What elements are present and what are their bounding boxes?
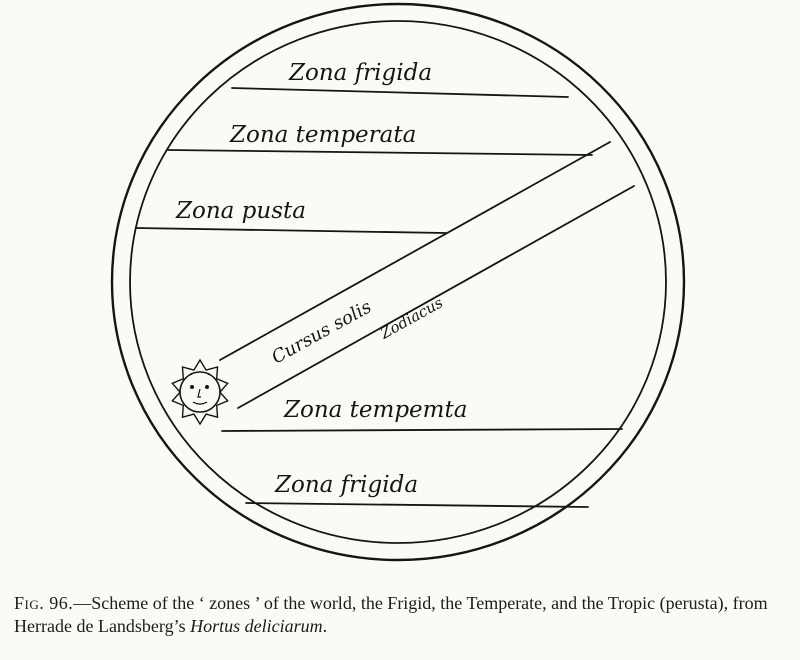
figure-number: Fig. 96. xyxy=(14,593,74,613)
zone-label-temperate-bottom: Zona tempemta xyxy=(283,397,467,423)
zones-diagram: Zona frigida Zona temperata Zona pusta Z… xyxy=(110,2,686,562)
zone-line-3 xyxy=(135,227,447,234)
ecliptic-label-cursus-solis: Cursus solis xyxy=(268,296,375,368)
caption-text: —Scheme of the ‘ zones ’ of the world, t… xyxy=(14,593,768,636)
zone-label-frigid-bottom: Zona frigida xyxy=(274,472,418,498)
inner-circle xyxy=(129,20,667,544)
zone-label-perusta: Zona pusta xyxy=(175,198,306,224)
zone-line-1 xyxy=(231,87,569,98)
figure-caption: Fig. 96.—Scheme of the ‘ zones ’ of the … xyxy=(14,592,794,638)
ecliptic-label-zodiacus: Zodiacus xyxy=(376,293,446,343)
ecliptic-band-upper xyxy=(219,141,611,361)
zone-line-4 xyxy=(221,428,623,432)
outer-circle xyxy=(110,2,686,562)
caption-work-title: Hortus deliciarum xyxy=(190,616,323,636)
caption-end: . xyxy=(322,616,328,636)
zone-label-frigid-top: Zona frigida xyxy=(288,60,432,86)
sun-icon xyxy=(171,358,229,426)
zone-line-2 xyxy=(167,149,593,156)
zone-line-5 xyxy=(245,502,589,508)
zone-label-temperate-top: Zona temperata xyxy=(229,122,416,148)
ecliptic-band-lower xyxy=(237,185,635,409)
